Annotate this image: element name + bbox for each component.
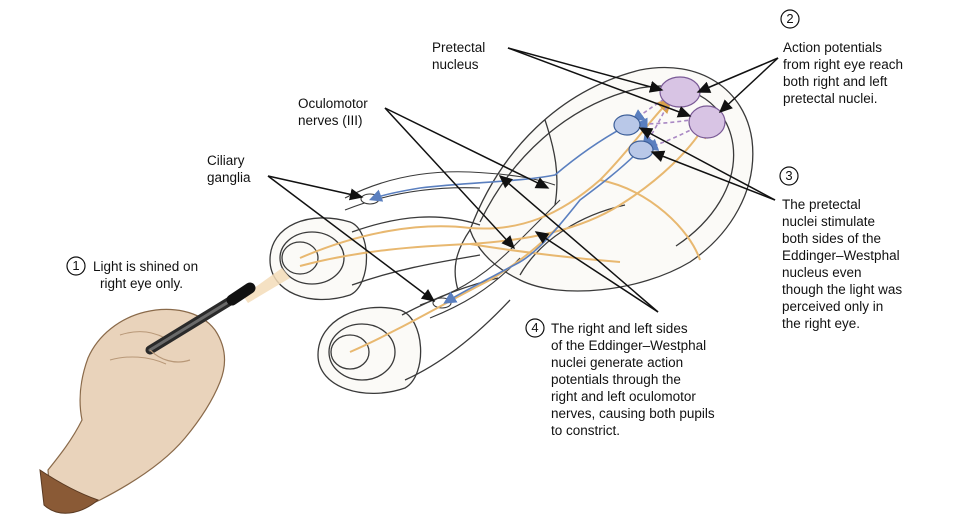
pretectal-nuclei xyxy=(659,76,726,139)
pretectal-nucleus-left xyxy=(688,105,726,139)
step-3-text: The pretectal nuclei stimulate both side… xyxy=(782,197,906,331)
leader-lines xyxy=(267,47,779,313)
leader-oculomotor-1 xyxy=(384,107,550,189)
step-3: 3 The pretectal nuclei stimulate both si… xyxy=(779,166,906,331)
leader-step3-1 xyxy=(638,127,776,201)
ew-nucleus-upper xyxy=(613,114,641,136)
step-2-number: 2 xyxy=(786,11,793,26)
leader-step2-2 xyxy=(718,57,779,114)
leader-pretectal-1 xyxy=(507,47,664,93)
ew-nucleus-lower xyxy=(628,140,654,160)
label-pretectal-nucleus: Pretectal nucleus xyxy=(432,40,489,72)
step-3-badge xyxy=(779,166,799,186)
leader-pretectal-2 xyxy=(507,47,692,118)
hand-with-penlight xyxy=(39,282,256,514)
step-1-text: Light is shined on right eye only. xyxy=(93,259,202,291)
leader-step4-1 xyxy=(498,175,659,313)
step-3-number: 3 xyxy=(785,168,792,183)
leader-ciliary-2 xyxy=(267,175,436,302)
light-beam xyxy=(243,268,290,303)
label-ciliary-ganglia: Ciliary ganglia xyxy=(207,153,251,185)
label-oculomotor-nerves: Oculomotor nerves (III) xyxy=(298,96,372,128)
brainstem-outline xyxy=(454,66,754,292)
leader-step3-2 xyxy=(650,150,776,201)
step-1: 1 Light is shined on right eye only. xyxy=(66,256,202,291)
step-4-number: 4 xyxy=(531,320,538,335)
step-4-badge xyxy=(525,318,545,338)
step-1-number: 1 xyxy=(72,258,79,273)
leader-step4-2 xyxy=(534,231,659,313)
step-2: 2 Action potentials from right eye reach… xyxy=(780,9,907,106)
step-4-text: The right and left sides of the Eddinger… xyxy=(551,321,718,438)
pretectal-nucleus-right xyxy=(659,76,701,108)
ew-nuclei xyxy=(613,114,654,160)
leader-step2-1 xyxy=(696,57,779,93)
leader-oculomotor-2 xyxy=(384,107,516,250)
step-4: 4 The right and left sides of the Edding… xyxy=(525,318,718,438)
leader-ciliary-1 xyxy=(267,175,364,201)
step-2-badge xyxy=(780,9,800,29)
step-2-text: Action potentials from right eye reach b… xyxy=(783,40,907,106)
step-1-badge xyxy=(66,256,86,276)
right-eye xyxy=(269,216,481,301)
